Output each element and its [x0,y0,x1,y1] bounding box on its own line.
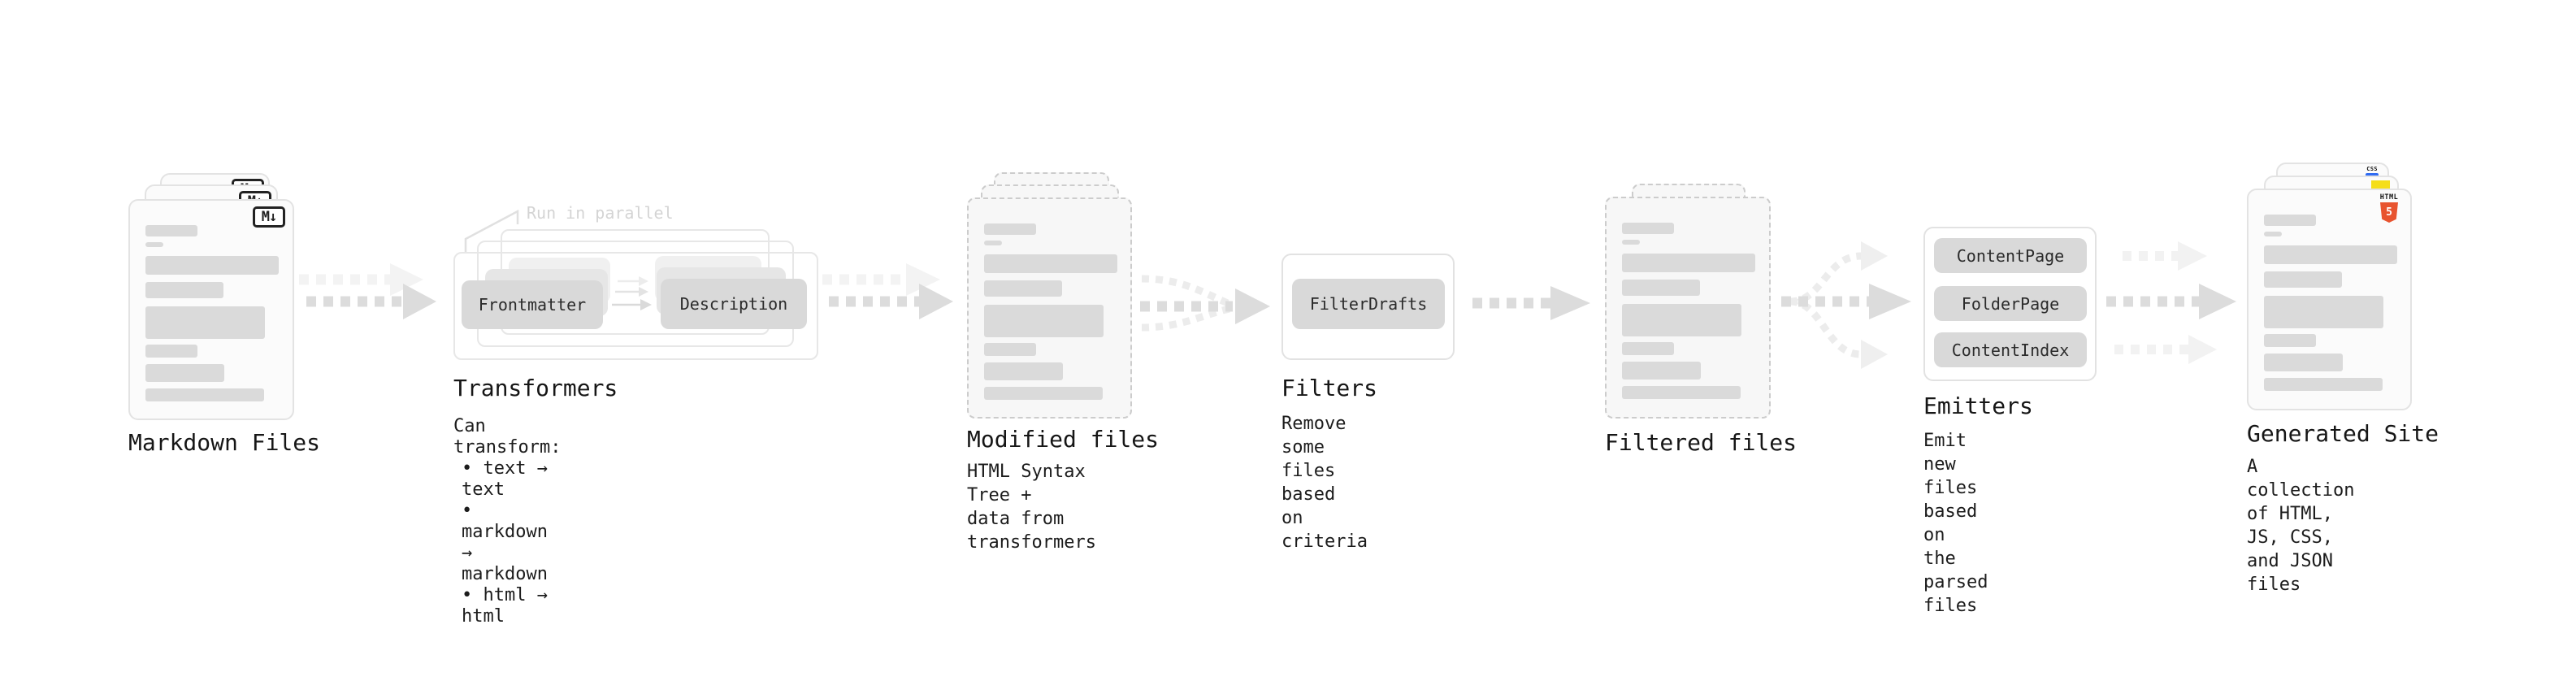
caption-title: Can transform: [453,416,562,458]
css-icon: CSS [2365,167,2379,176]
parallel-note: Run in parallel [527,203,674,223]
node-label-modified-files: Modified files [967,426,1160,453]
node-label-transformers: Transformers [453,375,618,401]
placeholder-bar [145,242,163,247]
transformer-box-description: Description [661,279,807,329]
placeholder-bar [2264,271,2342,288]
list-item: markdown → markdown [462,501,561,585]
css-icon-text: CSS [2366,166,2378,172]
arrow-modified-to-filters [1140,275,1270,332]
placeholder-bar [2264,296,2383,328]
node-label-markdown-files: Markdown Files [128,429,321,456]
placeholder-bar [1622,240,1640,245]
placeholder-bar [2264,334,2316,347]
placeholder-bar [984,305,1104,337]
placeholder-bar [984,223,1036,235]
parallel-leader-line [464,209,519,252]
arrow-transformers-to-modified [822,263,953,319]
emitter-box-folderpage: FolderPage [1934,286,2087,321]
placeholder-bar [984,241,1002,245]
placeholder-bar [2264,354,2343,371]
placeholder-bar [145,364,224,382]
emitters-caption: Emit new files based on the parsed files [1923,431,1988,616]
placeholder-bar [984,362,1063,380]
transform-list: text → text markdown → markdown html → h… [453,458,561,627]
file-card-front: M↓ [128,199,294,420]
placeholder-bar [145,345,197,358]
placeholder-bar [2264,232,2282,236]
html5-icon: HTML 5 [2379,194,2400,223]
placeholder-bar [1622,280,1700,296]
css-icon-bar [2366,173,2379,176]
placeholder-bar [984,254,1117,273]
placeholder-bar [145,388,264,401]
arrow-filtered-to-emitters [1781,241,1911,369]
placeholder-bar [1622,254,1755,272]
placeholder-bar [1622,342,1674,355]
arrow-filters-to-filtered [1472,286,1590,320]
placeholder-bar [1622,362,1701,380]
node-label-filters: Filters [1281,375,1378,401]
list-item: text → text [462,458,561,501]
html5-icon-text: HTML [2379,193,2399,202]
modified-files-caption: HTML Syntax Tree + data from transformer… [967,462,1096,553]
transformers-caption: Can transform: text → text markdown → ma… [453,416,561,627]
placeholder-bar [984,280,1062,297]
list-item: html → html [462,585,561,627]
placeholder-bar [1622,304,1741,336]
placeholder-bar [145,256,279,275]
node-label-filtered-files: Filtered files [1605,429,1798,456]
placeholder-bar [1622,386,1741,399]
placeholder-bar [145,306,265,339]
markdown-icon: M↓ [253,206,285,228]
node-label-generated-site: Generated Site [2247,420,2439,447]
placeholder-bar [2264,378,2383,391]
placeholder-bar [984,343,1036,356]
generated-site-caption: A collection of HTML, JS, CSS, and JSON … [2247,457,2355,595]
transformer-stack-outline-front [453,252,818,360]
placeholder-bar [145,225,197,236]
file-card-front [967,197,1132,419]
arrow-markdown-to-transformers [299,263,436,319]
node-label-emitters: Emitters [1923,393,2033,419]
file-card-front [1605,197,1771,419]
arrow-emitters-to-site [2106,241,2236,364]
filter-box-filterdrafts: FilterDrafts [1292,279,1445,329]
emitter-box-contentindex: ContentIndex [1934,332,2087,367]
transformer-internal-arrows [612,276,652,310]
file-card-front-html: HTML 5 [2247,189,2412,410]
placeholder-bar [984,387,1103,400]
html5-icon-number: 5 [2386,206,2392,219]
placeholder-bar [2264,215,2316,226]
filters-caption: Remove some files based on criteria [1281,414,1368,552]
placeholder-bar [1622,223,1674,234]
transformer-box-frontmatter: Frontmatter [462,280,603,329]
placeholder-bar [145,282,223,298]
html5-icon-shield: 5 [2380,202,2398,223]
emitter-box-contentpage: ContentPage [1934,238,2087,273]
placeholder-bar [2264,245,2397,264]
